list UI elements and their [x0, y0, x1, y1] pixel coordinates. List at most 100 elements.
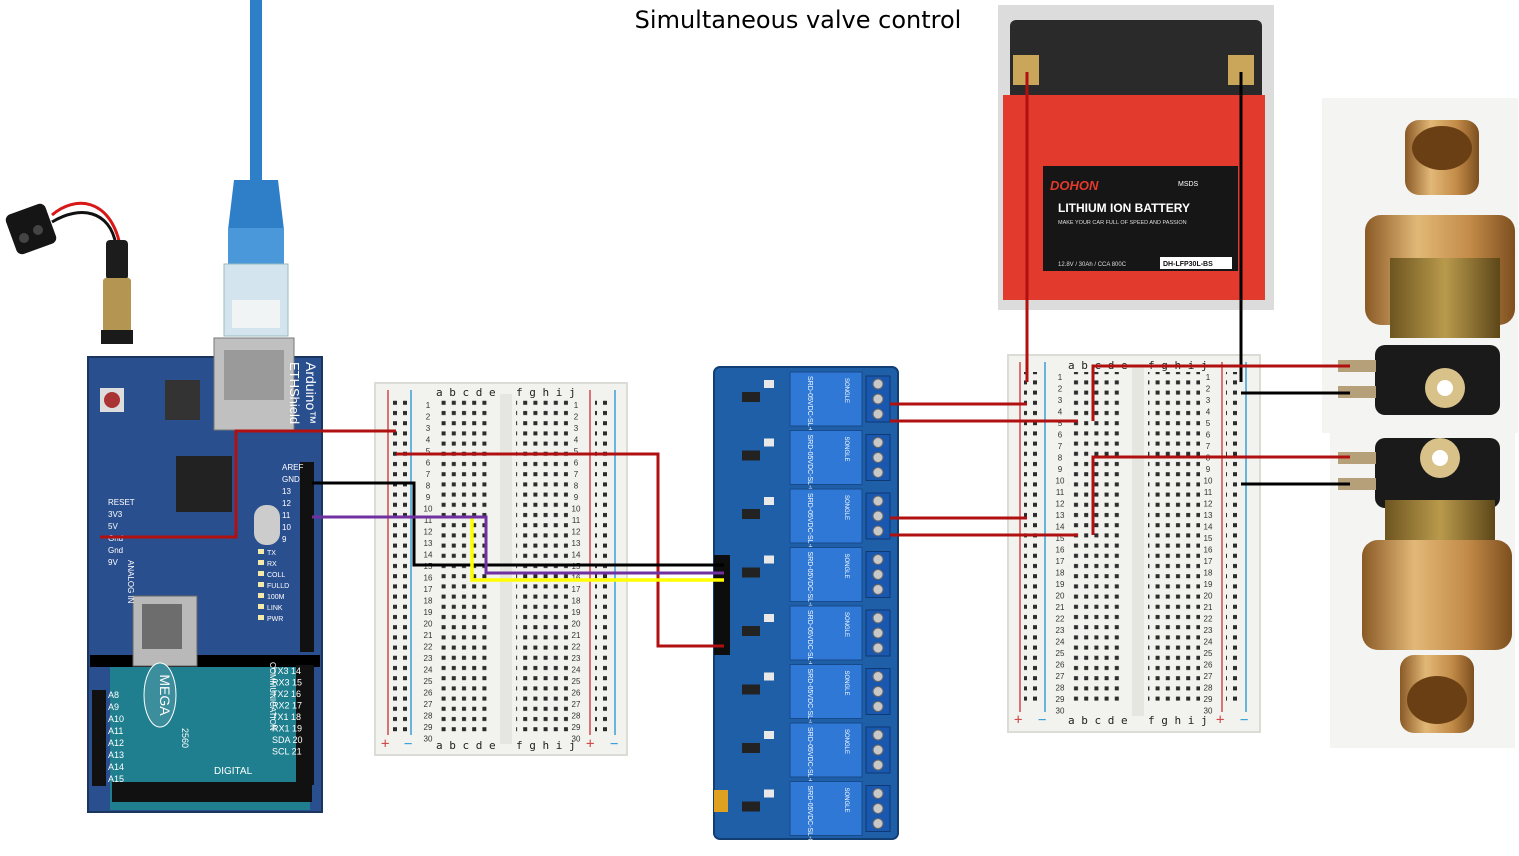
status-led-label: FULLD: [267, 583, 289, 590]
bb-right-plus: +: [1014, 712, 1022, 728]
row-number: 27: [1204, 672, 1213, 681]
status-led: [258, 604, 264, 609]
status-led: [258, 560, 264, 565]
row-number: 8: [574, 482, 579, 491]
row-number: 22: [572, 643, 581, 652]
row-number: 21: [1056, 603, 1065, 612]
row-number: 28: [1204, 684, 1213, 693]
row-number: 27: [1056, 672, 1065, 681]
row-number: 4: [574, 436, 579, 445]
row-number: 25: [1204, 649, 1213, 658]
relay-model-label: SRD-05VDC-SL-C: [806, 610, 813, 668]
analog-pin-label: A15: [108, 774, 124, 784]
row-number: 4: [1058, 408, 1063, 417]
row-number: 14: [572, 551, 581, 560]
row-number: 23: [1204, 626, 1213, 635]
breadboard-right: a b c d e f g h i j a b c d e f g h i j …: [1007, 354, 1261, 733]
relay: [789, 488, 863, 544]
optocoupler: [742, 684, 760, 695]
terminal-screw: [872, 744, 884, 756]
pin-label: 5V: [108, 522, 118, 531]
row-number: 1: [426, 401, 431, 410]
terminal-screw: [872, 510, 884, 522]
row-number: 12: [1204, 500, 1213, 509]
relay-brand-label: SONGLE: [843, 378, 849, 403]
board-model-label: MEGA: [157, 674, 173, 716]
header-pin-label: 11: [282, 511, 291, 520]
status-led-label: PWR: [267, 616, 283, 623]
row-number: 5: [574, 447, 579, 456]
analog-pin-label: A8: [108, 690, 119, 700]
relay-model-label: SRD-05VDC-SL-C: [806, 493, 813, 551]
relay-model-label: SRD-05VDC-SL-C: [806, 786, 813, 844]
row-number: 13: [1204, 511, 1213, 520]
terminal-screw: [872, 788, 884, 799]
wire-valve2-positive: [1091, 455, 1350, 535]
status-led-label: TX: [267, 550, 276, 557]
relay: [789, 430, 863, 485]
row-number: 21: [424, 631, 433, 640]
row-number: 29: [572, 723, 581, 732]
row-number: 24: [1204, 638, 1213, 647]
status-led-label: 100M: [267, 594, 285, 601]
row-number: 9: [1206, 465, 1211, 474]
communication-label: COMMUNICATION: [268, 662, 277, 731]
row-number: 6: [426, 459, 431, 468]
comm-pin-label: RX3 15: [272, 678, 302, 688]
header-pin-label: 13: [282, 487, 291, 496]
analog-pin-label: A10: [108, 714, 124, 724]
row-number: 1: [1058, 373, 1063, 382]
pin-label: RESET: [108, 498, 135, 507]
wire-rail-vcc-to-relay: [396, 452, 724, 648]
optocoupler: [742, 450, 760, 461]
bb-left-cols-left-top: a b c d e: [436, 386, 496, 399]
status-led: [258, 615, 264, 620]
row-number: 4: [1206, 408, 1211, 417]
resistor: [764, 380, 774, 388]
row-number: 29: [1204, 695, 1213, 704]
optocoupler: [742, 567, 760, 578]
bb-left-minus-right: −: [610, 736, 618, 752]
relay-model-label: SRD-05VDC-SL-C: [806, 435, 813, 493]
resistor: [764, 497, 774, 505]
optocoupler: [742, 392, 760, 402]
row-number: 30: [572, 735, 581, 744]
row-number: 17: [424, 585, 433, 594]
relay-brand-label: SONGLE: [843, 437, 849, 462]
row-number: 14: [1204, 523, 1213, 532]
resistor: [764, 438, 774, 447]
terminal-screw: [872, 627, 884, 639]
relay: [789, 664, 863, 719]
battery-clip: [5, 201, 122, 255]
status-led: [258, 571, 264, 576]
relay: [789, 722, 863, 778]
status-led: [258, 582, 264, 587]
row-number: 10: [1056, 477, 1065, 486]
row-number: 20: [572, 620, 581, 629]
row-number: 23: [572, 654, 581, 663]
row-number: 30: [1204, 707, 1213, 716]
row-number: 1: [1206, 373, 1211, 382]
row-number: 18: [1056, 569, 1065, 578]
row-number: 5: [426, 447, 431, 456]
resistor: [764, 555, 774, 564]
ethernet-cable: [223, 0, 289, 337]
terminal-screw: [872, 378, 884, 390]
status-led-label: RX: [267, 561, 277, 568]
status-led-label: LINK: [267, 605, 283, 612]
terminal-screw: [872, 671, 884, 682]
row-number: 12: [424, 528, 433, 537]
shield-name-label: ETHShield: [287, 362, 302, 424]
row-number: 16: [572, 574, 581, 583]
terminal-screw: [872, 818, 884, 829]
relay-brand-label: SONGLE: [843, 671, 849, 696]
terminal-screw: [872, 495, 884, 507]
relay-channels: SRD-05VDC-SL-C SONGLE SRD-05VDC-SL-C SONGLE…: [742, 371, 891, 844]
board-brand-label: Arduino™: [303, 362, 319, 424]
solenoid-valve-1: [1322, 98, 1518, 433]
row-number: 28: [1056, 684, 1065, 693]
